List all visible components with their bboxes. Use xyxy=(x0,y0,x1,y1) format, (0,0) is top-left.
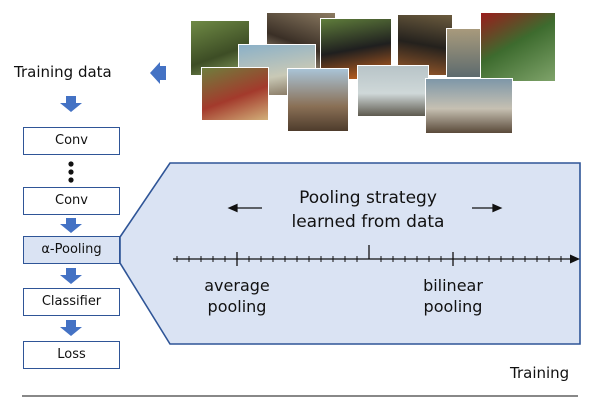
pipeline-box-label: Conv xyxy=(55,133,88,148)
arrow-left-icon xyxy=(227,203,262,213)
average-pooling-line2: pooling xyxy=(207,297,267,316)
arrow-right-icon xyxy=(472,203,503,213)
average-pooling-label: average pooling xyxy=(177,275,297,317)
training-data-label: Training data xyxy=(14,63,112,81)
ellipsis-dot xyxy=(68,161,74,167)
bilinear-pooling-line2: pooling xyxy=(423,297,483,316)
average-pooling-line1: average xyxy=(204,276,270,295)
arrow-down-icon xyxy=(60,218,82,233)
pooling-strategy-title: Pooling strategy learned from data xyxy=(264,186,472,234)
pipeline-box-conv: Conv xyxy=(23,187,120,215)
pipeline-box-alpha-pooling: α-Pooling xyxy=(23,236,120,264)
pipeline-box-label: Loss xyxy=(57,347,86,362)
arrow-down-icon xyxy=(60,96,82,112)
axis-arrowhead xyxy=(570,254,580,264)
axis-minor-ticks xyxy=(176,256,562,262)
arrow-left-icon xyxy=(150,62,166,84)
bilinear-pooling-label: bilinear pooling xyxy=(393,275,513,317)
bird-photo xyxy=(287,68,349,132)
arrow-down-icon xyxy=(60,320,82,336)
pipeline-box-conv: Conv xyxy=(23,127,120,155)
arrow-down-icon xyxy=(60,268,82,284)
training-label: Training xyxy=(510,364,570,382)
pooling-strategy-title-line1: Pooling strategy xyxy=(299,188,437,208)
pipeline-box-classifier: Classifier xyxy=(23,288,120,316)
bird-photo xyxy=(201,67,269,121)
bird-photo xyxy=(480,12,556,82)
bird-photo xyxy=(425,78,513,134)
pipeline-box-label: Classifier xyxy=(41,294,102,309)
ellipsis-dot xyxy=(68,169,74,175)
bird-photo xyxy=(357,65,429,117)
pipeline-box-loss: Loss xyxy=(23,341,120,369)
ellipsis-dot xyxy=(68,177,74,183)
pooling-strategy-title-line2: learned from data xyxy=(291,212,445,232)
axis-major-ticks xyxy=(236,245,454,266)
bilinear-pooling-line1: bilinear xyxy=(423,276,483,295)
pipeline-box-label: Conv xyxy=(55,193,88,208)
pipeline-box-label: α-Pooling xyxy=(41,242,102,257)
